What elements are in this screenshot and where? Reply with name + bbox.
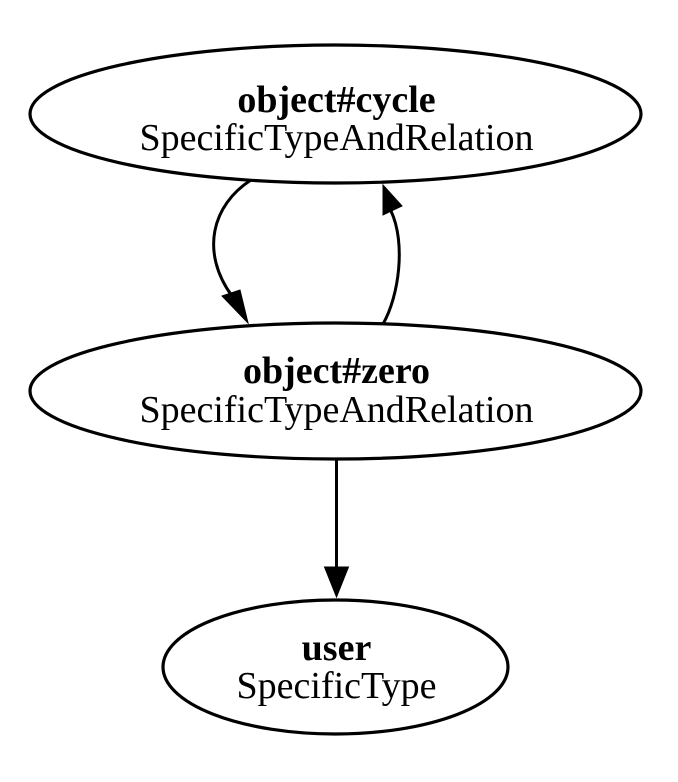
node-object-zero: object#zero SpecificTypeAndRelation [28, 321, 643, 461]
node-user-ellipse [161, 598, 510, 736]
edge-cycle-to-zero-arrowhead-icon [221, 289, 249, 325]
edge-zero-to-user-arrowhead-icon [323, 566, 350, 599]
edge-cycle-to-zero [212, 178, 252, 325]
node-object-cycle: object#cycle SpecificTypeAndRelation [28, 43, 643, 185]
node-user-name: user [302, 627, 372, 669]
node-user-type: SpecificType [237, 665, 437, 707]
node-object-cycle-ellipse [28, 43, 643, 185]
edge-zero-to-user [323, 459, 350, 599]
edge-cycle-to-zero-line [212, 178, 252, 297]
edge-zero-to-cycle-line [381, 210, 401, 325]
node-object-zero-name: object#zero [243, 350, 430, 392]
node-object-cycle-name: object#cycle [237, 79, 435, 121]
node-object-zero-ellipse [28, 321, 643, 461]
node-object-cycle-type: SpecificTypeAndRelation [139, 117, 533, 159]
edge-zero-to-cycle-arrowhead-icon [382, 183, 403, 216]
edge-zero-to-cycle [381, 183, 403, 325]
node-object-zero-type: SpecificTypeAndRelation [139, 389, 533, 431]
node-user: user SpecificType [161, 598, 510, 736]
